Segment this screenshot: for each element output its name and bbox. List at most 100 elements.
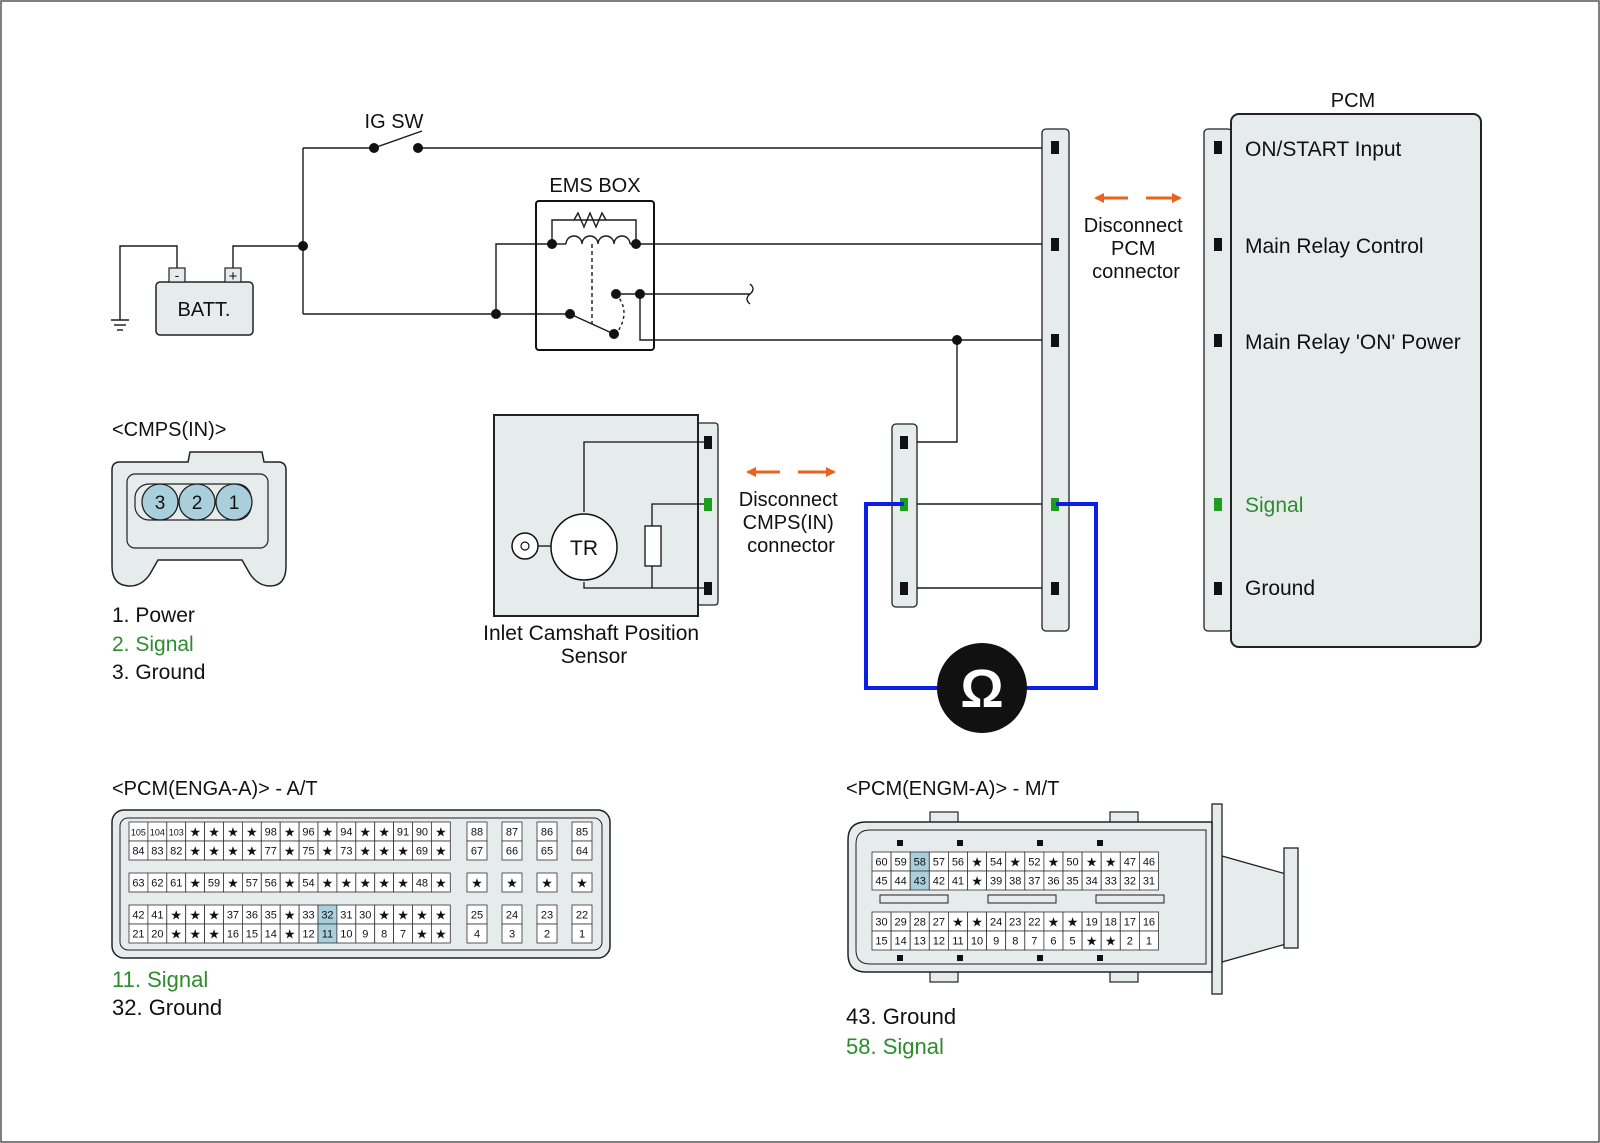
pin-number: 59: [208, 878, 220, 890]
pin-cell: [501, 872, 523, 893]
pin-number: 27: [933, 917, 945, 929]
battery: - + BATT.: [155, 267, 254, 336]
engm-legend-item: 43. Ground: [846, 1004, 956, 1029]
enga-legend-item: 11. Signal: [112, 967, 208, 992]
pin-number: 54: [990, 857, 1002, 869]
pin-number: 10: [971, 936, 983, 948]
pin-number: 58: [914, 857, 926, 869]
pin-number: ★: [341, 876, 353, 891]
pin-number: 1: [579, 929, 585, 941]
pin-number: ★: [506, 876, 518, 891]
pin-number: ★: [971, 874, 983, 889]
sensor-name-line1: Inlet Camshaft Position: [483, 622, 699, 645]
pin-number: 31: [1143, 876, 1155, 888]
pin-number: 24: [506, 910, 518, 922]
pin-number: 22: [1028, 917, 1040, 929]
pin-number: 57: [933, 857, 945, 869]
pin-number: 96: [302, 827, 314, 839]
pin-number: 16: [1143, 917, 1155, 929]
pin-number: 9: [362, 929, 368, 941]
target-wheel-icon: [511, 532, 547, 560]
pin-number: ★: [435, 844, 447, 859]
pin-number: ★: [378, 908, 390, 923]
pin-number: 94: [340, 827, 352, 839]
pin-number: 39: [990, 876, 1002, 888]
disconnect-cmps-line1: Disconnect: [739, 489, 838, 511]
pin-number: ★: [416, 927, 428, 942]
pin-number: 30: [875, 917, 887, 929]
pin-number: 35: [265, 910, 277, 922]
pin-number: 37: [1028, 876, 1040, 888]
pin-number: 47: [1124, 857, 1136, 869]
pin-number: 2: [1127, 936, 1133, 948]
pin-number: ★: [435, 876, 447, 891]
pin-number: 75: [302, 846, 314, 858]
enga-title: <PCM(ENGA-A)> - A/T: [112, 778, 318, 800]
pin-number: 22: [576, 910, 588, 922]
sensor-pins: [704, 436, 712, 595]
pin-number: 12: [933, 936, 945, 948]
pin-number: 44: [895, 876, 907, 888]
pin-number: 14: [265, 929, 277, 941]
pin-number: 23: [1009, 917, 1021, 929]
pin-number: 45: [875, 876, 887, 888]
pin-number: ★: [284, 927, 296, 942]
pin-number: 42: [132, 910, 144, 922]
pin-number: ★: [189, 927, 201, 942]
transistor-label: TR: [570, 537, 598, 560]
pcm-pin-label: Ground: [1245, 577, 1315, 600]
pin-cell: [536, 840, 558, 861]
pin-number: 17: [1124, 917, 1136, 929]
cmps-pin-number: 3: [155, 493, 166, 514]
pin-number: 43: [914, 876, 926, 888]
ohmmeter-lead-right: [1024, 502, 1098, 690]
pin-number: 25: [471, 910, 483, 922]
pin-number: 46: [1143, 857, 1155, 869]
pin-number: ★: [246, 825, 258, 840]
pin-number: 63: [132, 878, 144, 890]
disconnect-pcm-line2: PCM: [1111, 238, 1155, 260]
pin-number: 4: [474, 929, 480, 941]
pin-number: 28: [914, 917, 926, 929]
pin-number: 30: [359, 910, 371, 922]
cmps-harness-connector: [891, 423, 918, 608]
pin-number: 9: [993, 936, 999, 948]
pin-number: ★: [208, 908, 220, 923]
disconnect-cmps-line3: connector: [747, 535, 835, 557]
pin-number: 64: [576, 846, 588, 858]
pin-number: 56: [952, 857, 964, 869]
pin-number: 85: [576, 827, 588, 839]
pin-number: 29: [895, 917, 907, 929]
pin-cell: [536, 923, 558, 944]
pin-number: 41: [151, 910, 163, 922]
pin-number: 60: [875, 857, 887, 869]
sensor-resistor: [644, 525, 662, 567]
pcm-module: [1230, 113, 1482, 648]
pin-number: ★: [284, 876, 296, 891]
pin-number: 103: [169, 828, 184, 838]
pin-number: ★: [397, 908, 409, 923]
pin-number: ★: [435, 825, 447, 840]
pin-number: ★: [189, 844, 201, 859]
pin-number: 36: [1047, 876, 1059, 888]
pcm-pin-label: ON/START Input: [1245, 138, 1402, 161]
pin-number: ★: [322, 876, 334, 891]
ohm-symbol: Ω: [960, 659, 1003, 719]
pin-number: ★: [170, 908, 182, 923]
pin-number: 24: [990, 917, 1002, 929]
pin-number: 82: [170, 846, 182, 858]
pin-number: ★: [208, 927, 220, 942]
pcm-pin-label: Main Relay Control: [1245, 235, 1424, 258]
ohmmeter-lead-left: [864, 502, 940, 690]
pin-number: ★: [471, 876, 483, 891]
pin-number: ★: [246, 844, 258, 859]
pin-cell: [1139, 930, 1159, 951]
pin-number: 18: [1105, 917, 1117, 929]
engm-title: <PCM(ENGM-A)> - M/T: [846, 778, 1059, 800]
pin-number: 32: [1124, 876, 1136, 888]
engm-legend: 43. Ground 58. Signal: [846, 1004, 956, 1059]
pin-number: 8: [1012, 936, 1018, 948]
pin-number: 13: [914, 936, 926, 948]
pin-number: 37: [227, 910, 239, 922]
